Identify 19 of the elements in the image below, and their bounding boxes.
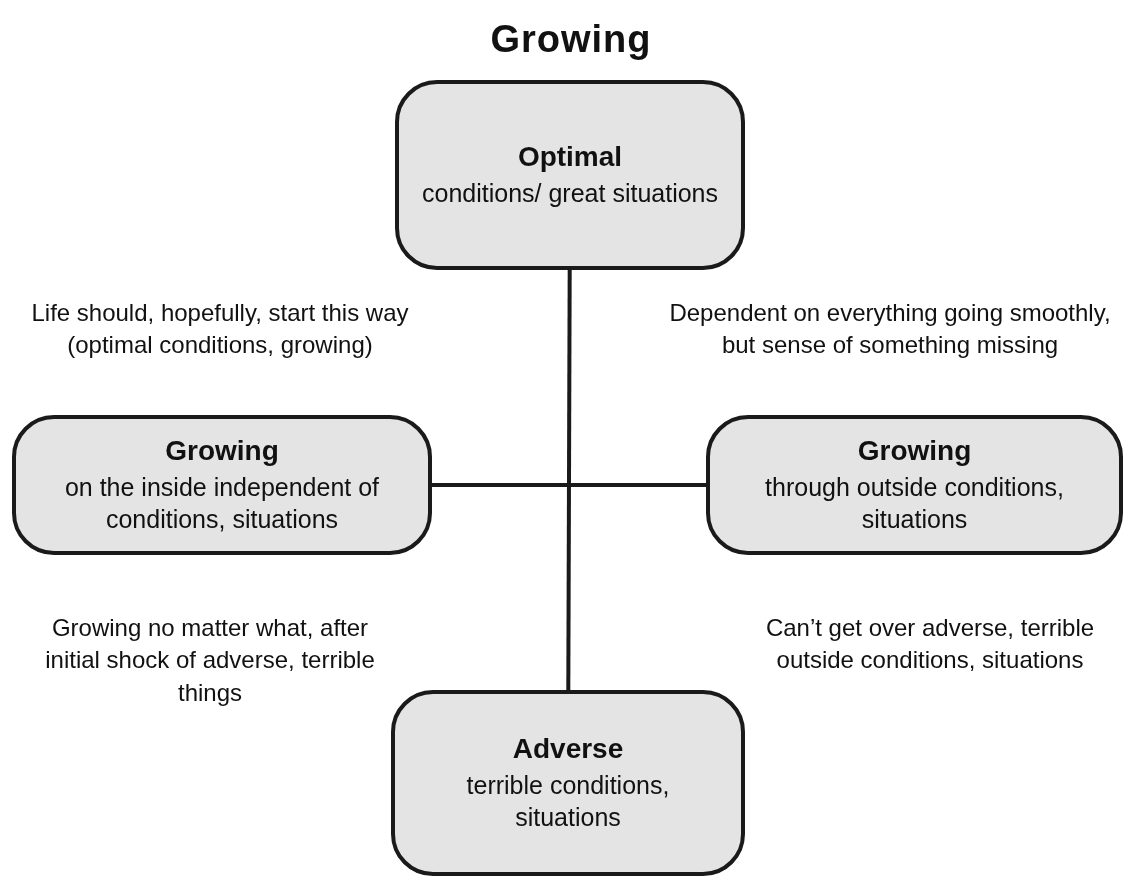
box-heading: Adverse	[512, 732, 624, 765]
rounded-box	[12, 415, 432, 555]
box-heading: Growing	[857, 434, 972, 467]
box-heading: Optimal	[517, 140, 623, 173]
box-heading: Growing	[165, 434, 279, 467]
box-text: through outside conditions, situations	[764, 471, 1065, 535]
box-text: on the inside independent of conditions, situations	[63, 471, 381, 535]
box-text: terrible conditions, situations	[465, 769, 671, 833]
box-text: conditions/ great situations	[422, 177, 718, 209]
quadrant-note: Dependent on everything going smoothly, but sense of something missing	[668, 298, 1112, 361]
rounded-box	[391, 690, 745, 876]
connector-line	[432, 483, 706, 487]
rounded-box	[395, 80, 745, 270]
diagram-title: Growing	[489, 18, 653, 61]
quadrant-note: Growing no matter what, after initial shock of adverse, terrible things	[44, 613, 376, 708]
quadrant-note: Can’t get over adverse, terrible outside conditions, situations	[764, 613, 1096, 676]
rounded-box	[706, 415, 1123, 555]
connector-line	[566, 270, 572, 690]
quadrant-note: Life should, hopefully, start this way (optimal conditions, growing)	[30, 298, 410, 361]
